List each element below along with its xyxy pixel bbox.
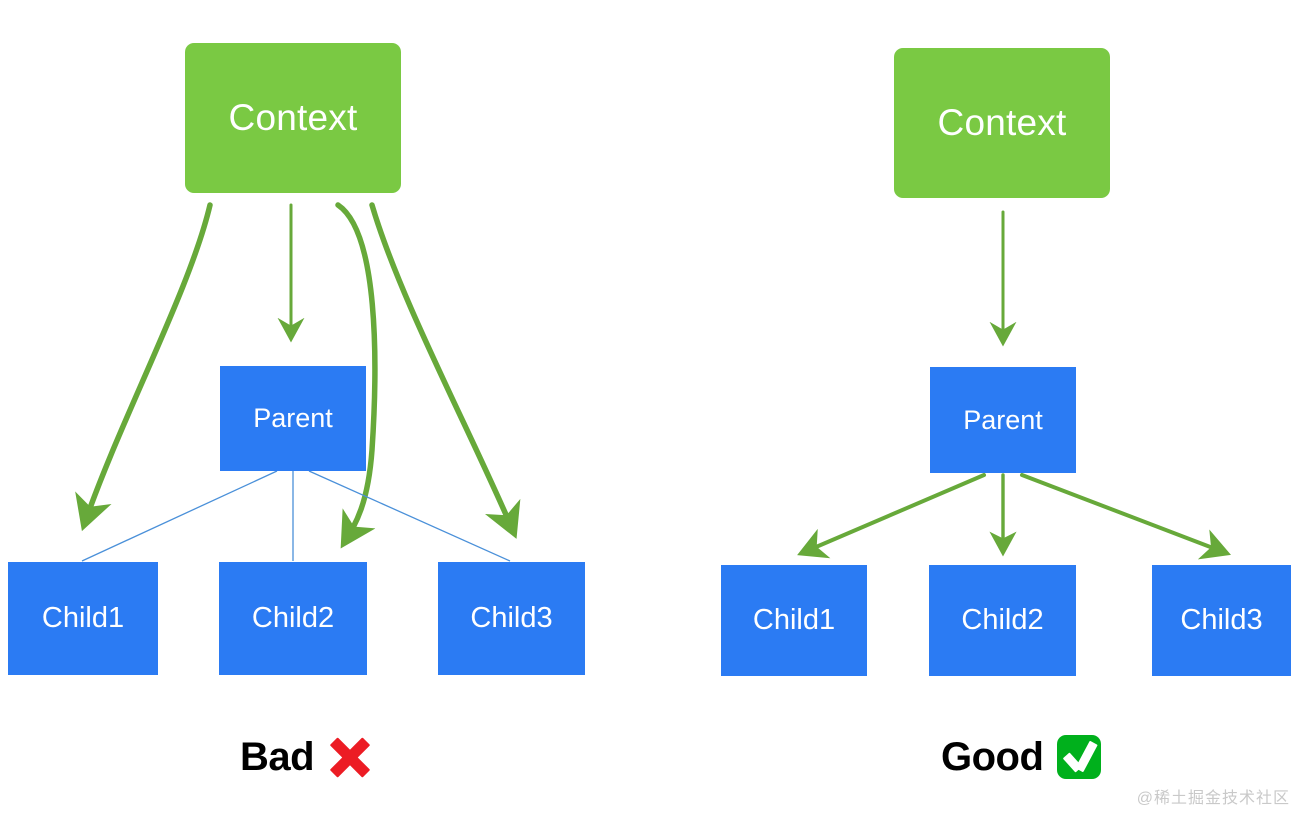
left-child1-node[interactable]: Child1 [8, 562, 158, 675]
left-child3-node[interactable]: Child3 [438, 562, 585, 675]
right-context-label: Context [937, 102, 1067, 143]
left-child3-label: Child3 [470, 602, 553, 634]
right-child1-node[interactable]: Child1 [721, 565, 867, 676]
left-child1-label: Child1 [41, 602, 125, 634]
right-child3-node[interactable]: Child3 [1152, 565, 1291, 676]
good-verdict-label: Good [941, 735, 1044, 779]
right-child3-label: Child3 [1180, 604, 1263, 636]
right-child2-label: Child2 [961, 604, 1044, 636]
bad-verdict: Bad [240, 735, 372, 779]
left-parent-node[interactable]: Parent [220, 366, 366, 471]
edge-context-to-child3-left [369, 202, 521, 539]
edge-parent-to-child3-left [308, 470, 511, 562]
right-parent-label: Parent [963, 404, 1043, 435]
left-parent-label: Parent [253, 403, 333, 433]
good-verdict: Good [941, 735, 1102, 779]
check-mark-icon [1057, 735, 1102, 779]
watermark: @稀土掘金技术社区 [1136, 790, 1290, 807]
right-child2-node[interactable]: Child2 [929, 565, 1076, 676]
right-parent-node[interactable]: Parent [930, 367, 1076, 473]
left-context-label: Context [228, 97, 358, 138]
left-context-node[interactable]: Context [185, 43, 401, 193]
edge-context-to-child1-left [75, 202, 213, 532]
cross-mark-icon [328, 735, 372, 779]
left-child2-node[interactable]: Child2 [219, 562, 367, 675]
bad-verdict-label: Bad [240, 735, 315, 779]
edge-parent-to-child1-left [81, 470, 278, 562]
right-context-node[interactable]: Context [894, 48, 1110, 198]
right-child1-label: Child1 [752, 604, 836, 636]
left-child2-label: Child2 [251, 602, 335, 634]
edge-parent-to-child3-right [1020, 473, 1231, 560]
edge-parent-to-child1-right [797, 473, 986, 559]
